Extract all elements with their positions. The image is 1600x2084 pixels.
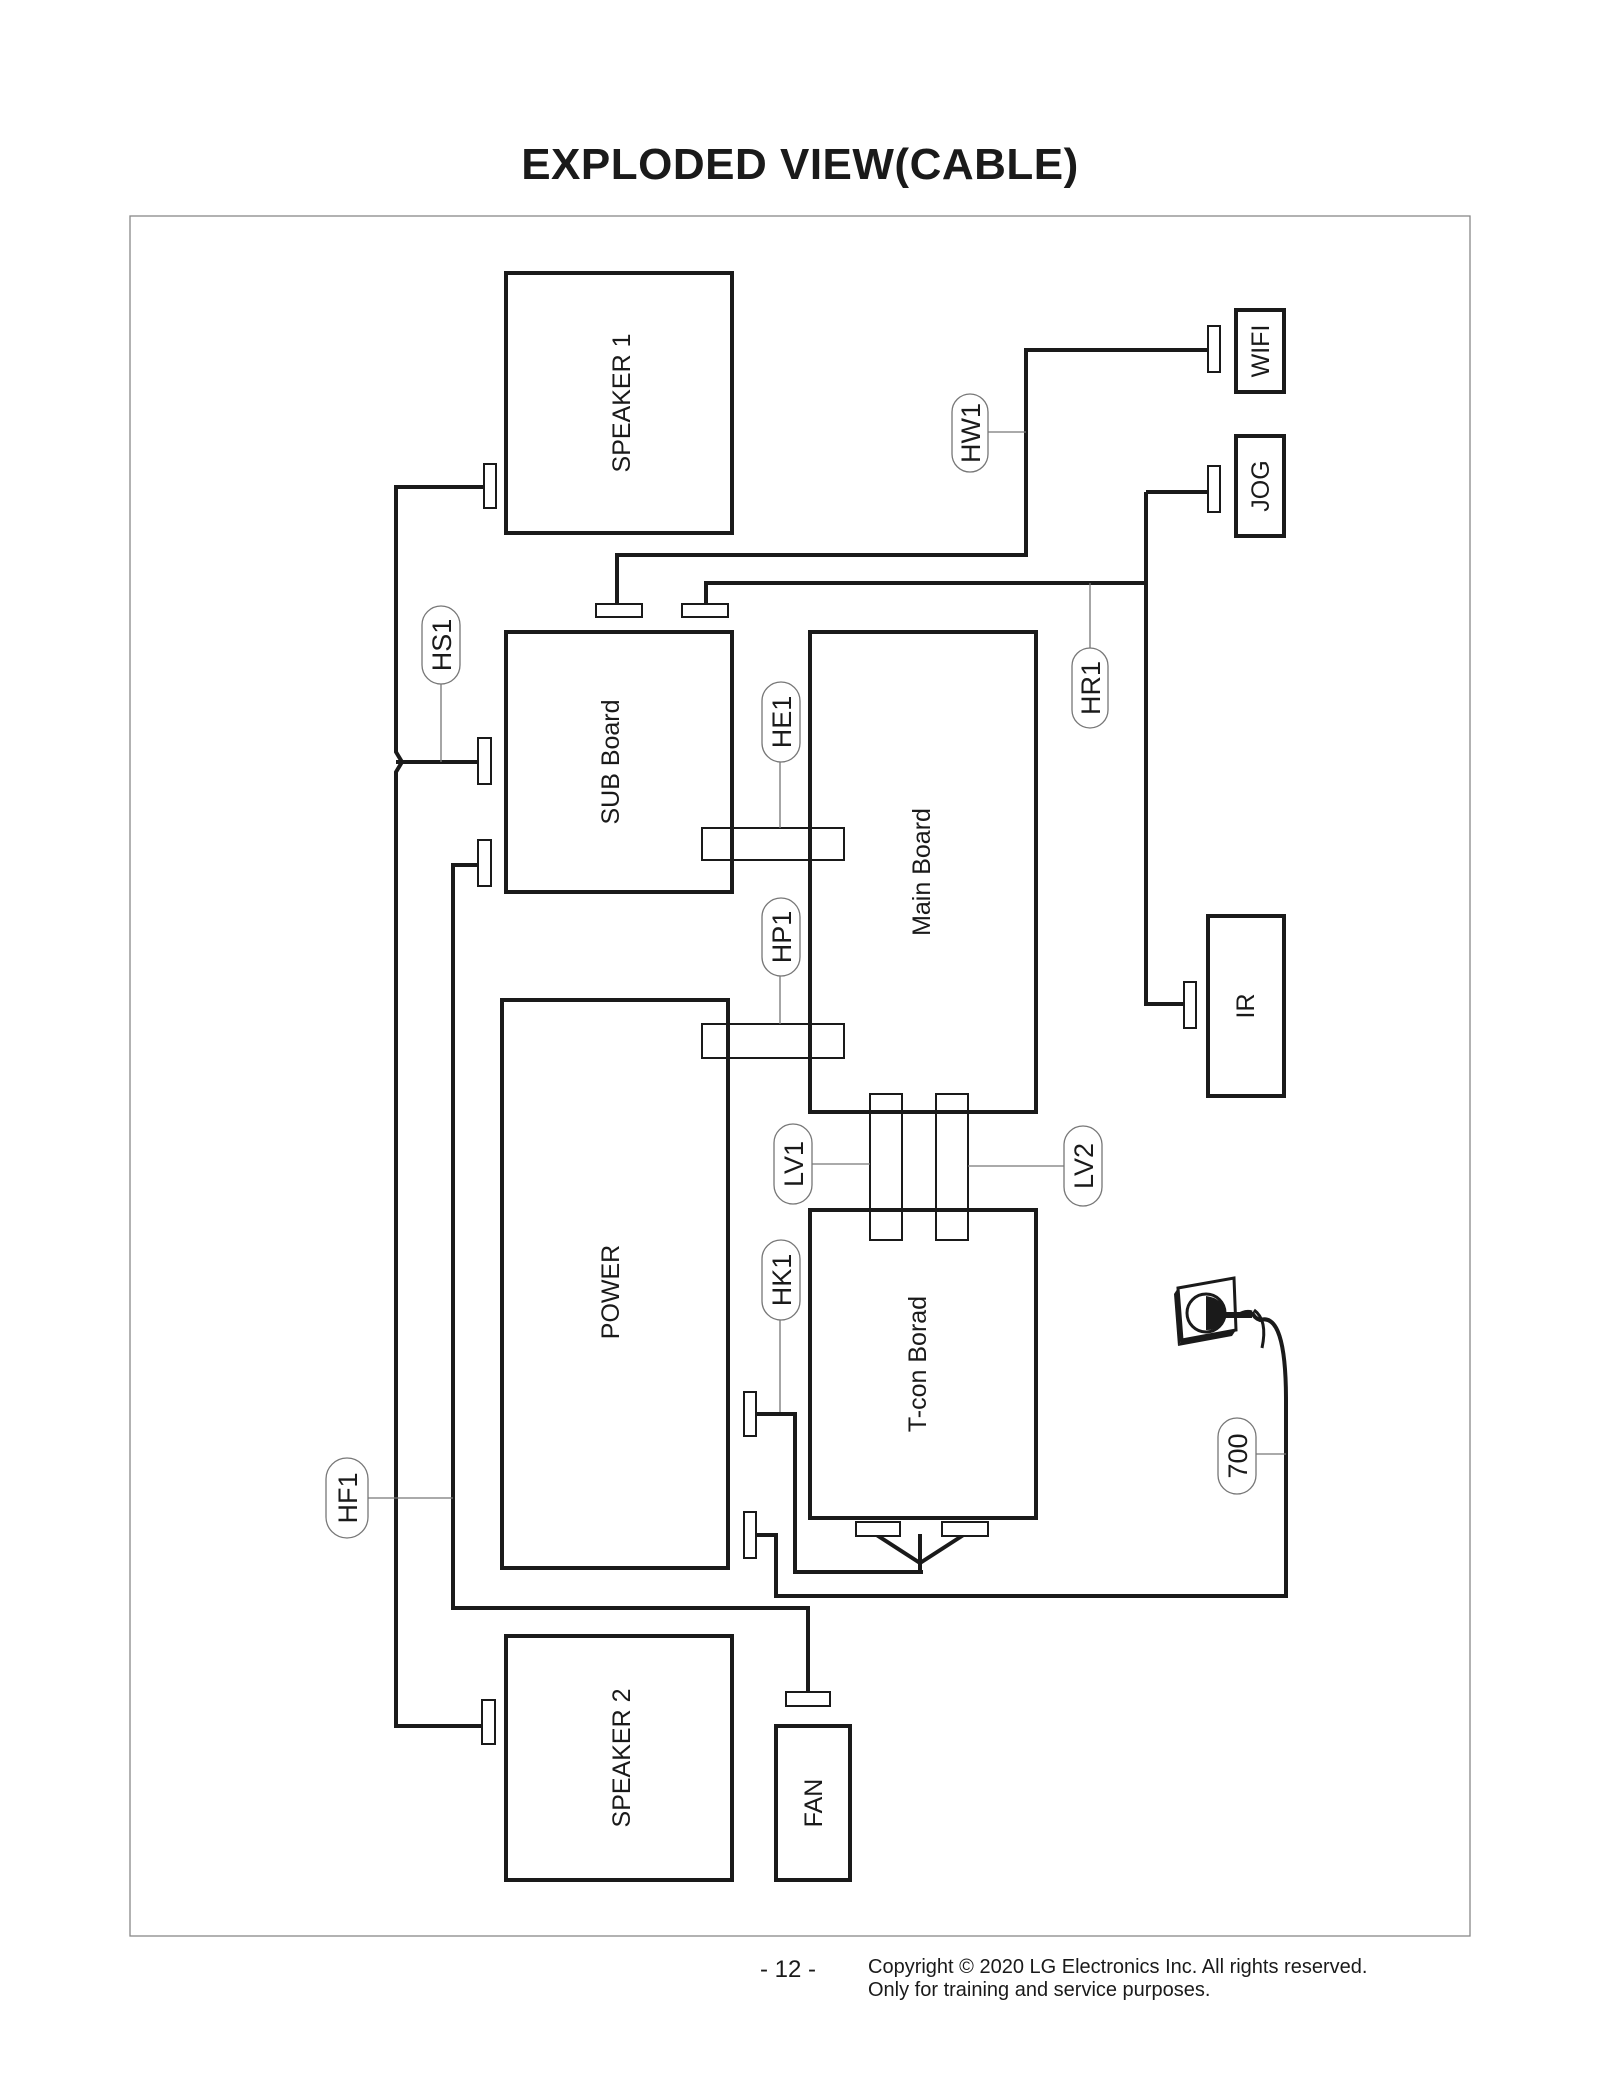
connector-fan [785,1691,831,1707]
tag-he1: HE1 [761,681,801,763]
connector-jog [1207,465,1221,513]
wifi-box: WIFI [1234,308,1286,394]
tag-hf1: HF1 [325,1457,369,1539]
cable-hk1-y [873,1532,967,1572]
connector-power-hk1 [743,1391,757,1437]
tag-hs1: HS1 [421,605,461,685]
main-board-label: Main Board [908,808,936,936]
tcon-board-label: T-con Borad [904,1296,932,1432]
svg-text:HE1: HE1 [767,696,797,749]
power-label: POWER [597,1245,625,1339]
connector-sub-hr1 [681,603,729,618]
tag-hp1: HP1 [761,897,801,977]
tag-700: 700 [1217,1417,1257,1495]
svg-text:HK1: HK1 [767,1254,797,1307]
cable-hw1 [615,348,1210,604]
cable-hf1 [451,863,810,1692]
ac-plug-icon [1174,1276,1252,1346]
connector-speaker1 [483,463,497,509]
svg-text:700: 700 [1223,1433,1253,1478]
cable-hr1 [704,581,1146,604]
svg-text:HS1: HS1 [427,619,457,672]
speaker1-box: SPEAKER 1 [504,271,734,535]
connector-speaker2 [481,1699,496,1745]
cable-700 [748,1311,1288,1598]
tag-lv2: LV2 [1063,1125,1103,1207]
copyright-notice: Copyright © 2020 LG Electronics Inc. All… [868,1956,1367,2002]
tcon-board-box: T-con Borad [808,1208,1038,1520]
main-board-box: Main Board [808,630,1038,1114]
jog-box: JOG [1234,434,1286,538]
svg-text:LV1: LV1 [779,1141,809,1187]
power-box: POWER [500,998,730,1570]
connector-lv2 [935,1093,969,1241]
svg-text:HR1: HR1 [1076,661,1106,715]
sub-board-label: SUB Board [597,699,625,824]
speaker1-label: SPEAKER 1 [608,334,636,473]
connector-lv1 [869,1093,903,1241]
cable-hk1 [748,1412,923,1574]
tag-hw1: HW1 [951,393,989,473]
page-number: - 12 - [760,1956,817,1983]
svg-text:HW1: HW1 [956,403,986,463]
fan-box: FAN [774,1724,852,1882]
svg-text:HF1: HF1 [333,1472,363,1523]
fan-label: FAN [800,1779,828,1828]
svg-text:LV2: LV2 [1069,1143,1099,1189]
copyright-line-1: Copyright © 2020 LG Electronics Inc. All… [868,1956,1368,1978]
connector-hp1 [701,1023,845,1059]
connector-sub-hf1 [477,839,492,887]
connector-tcon-right [941,1521,989,1537]
speaker2-box: SPEAKER 2 [504,1634,734,1882]
connector-sub-hs1 [477,737,492,785]
tag-lv1: LV1 [773,1123,813,1205]
cable-hr1-trunk [1144,490,1212,1006]
diagram-frame [129,215,1471,1937]
connector-wifi [1207,325,1221,373]
page-title: EXPLODED VIEW(CABLE) [521,140,1079,189]
connector-ir [1183,981,1197,1029]
speaker2-label: SPEAKER 2 [608,1689,636,1828]
tag-hk1: HK1 [761,1239,801,1321]
connector-sub-hw1 [595,603,643,618]
ir-label: IR [1232,994,1260,1019]
tag-hr1: HR1 [1071,647,1109,729]
ir-box: IR [1206,914,1286,1098]
jog-label: JOG [1247,460,1275,511]
connector-power-700 [743,1511,757,1559]
sub-board-box: SUB Board [504,630,734,894]
connector-tcon-left [855,1521,901,1537]
svg-text:HP1: HP1 [767,911,797,964]
connector-he1 [701,827,845,861]
copyright-line-2: Only for training and service purposes. [868,1979,1211,2001]
wifi-label: WIFI [1247,325,1275,378]
